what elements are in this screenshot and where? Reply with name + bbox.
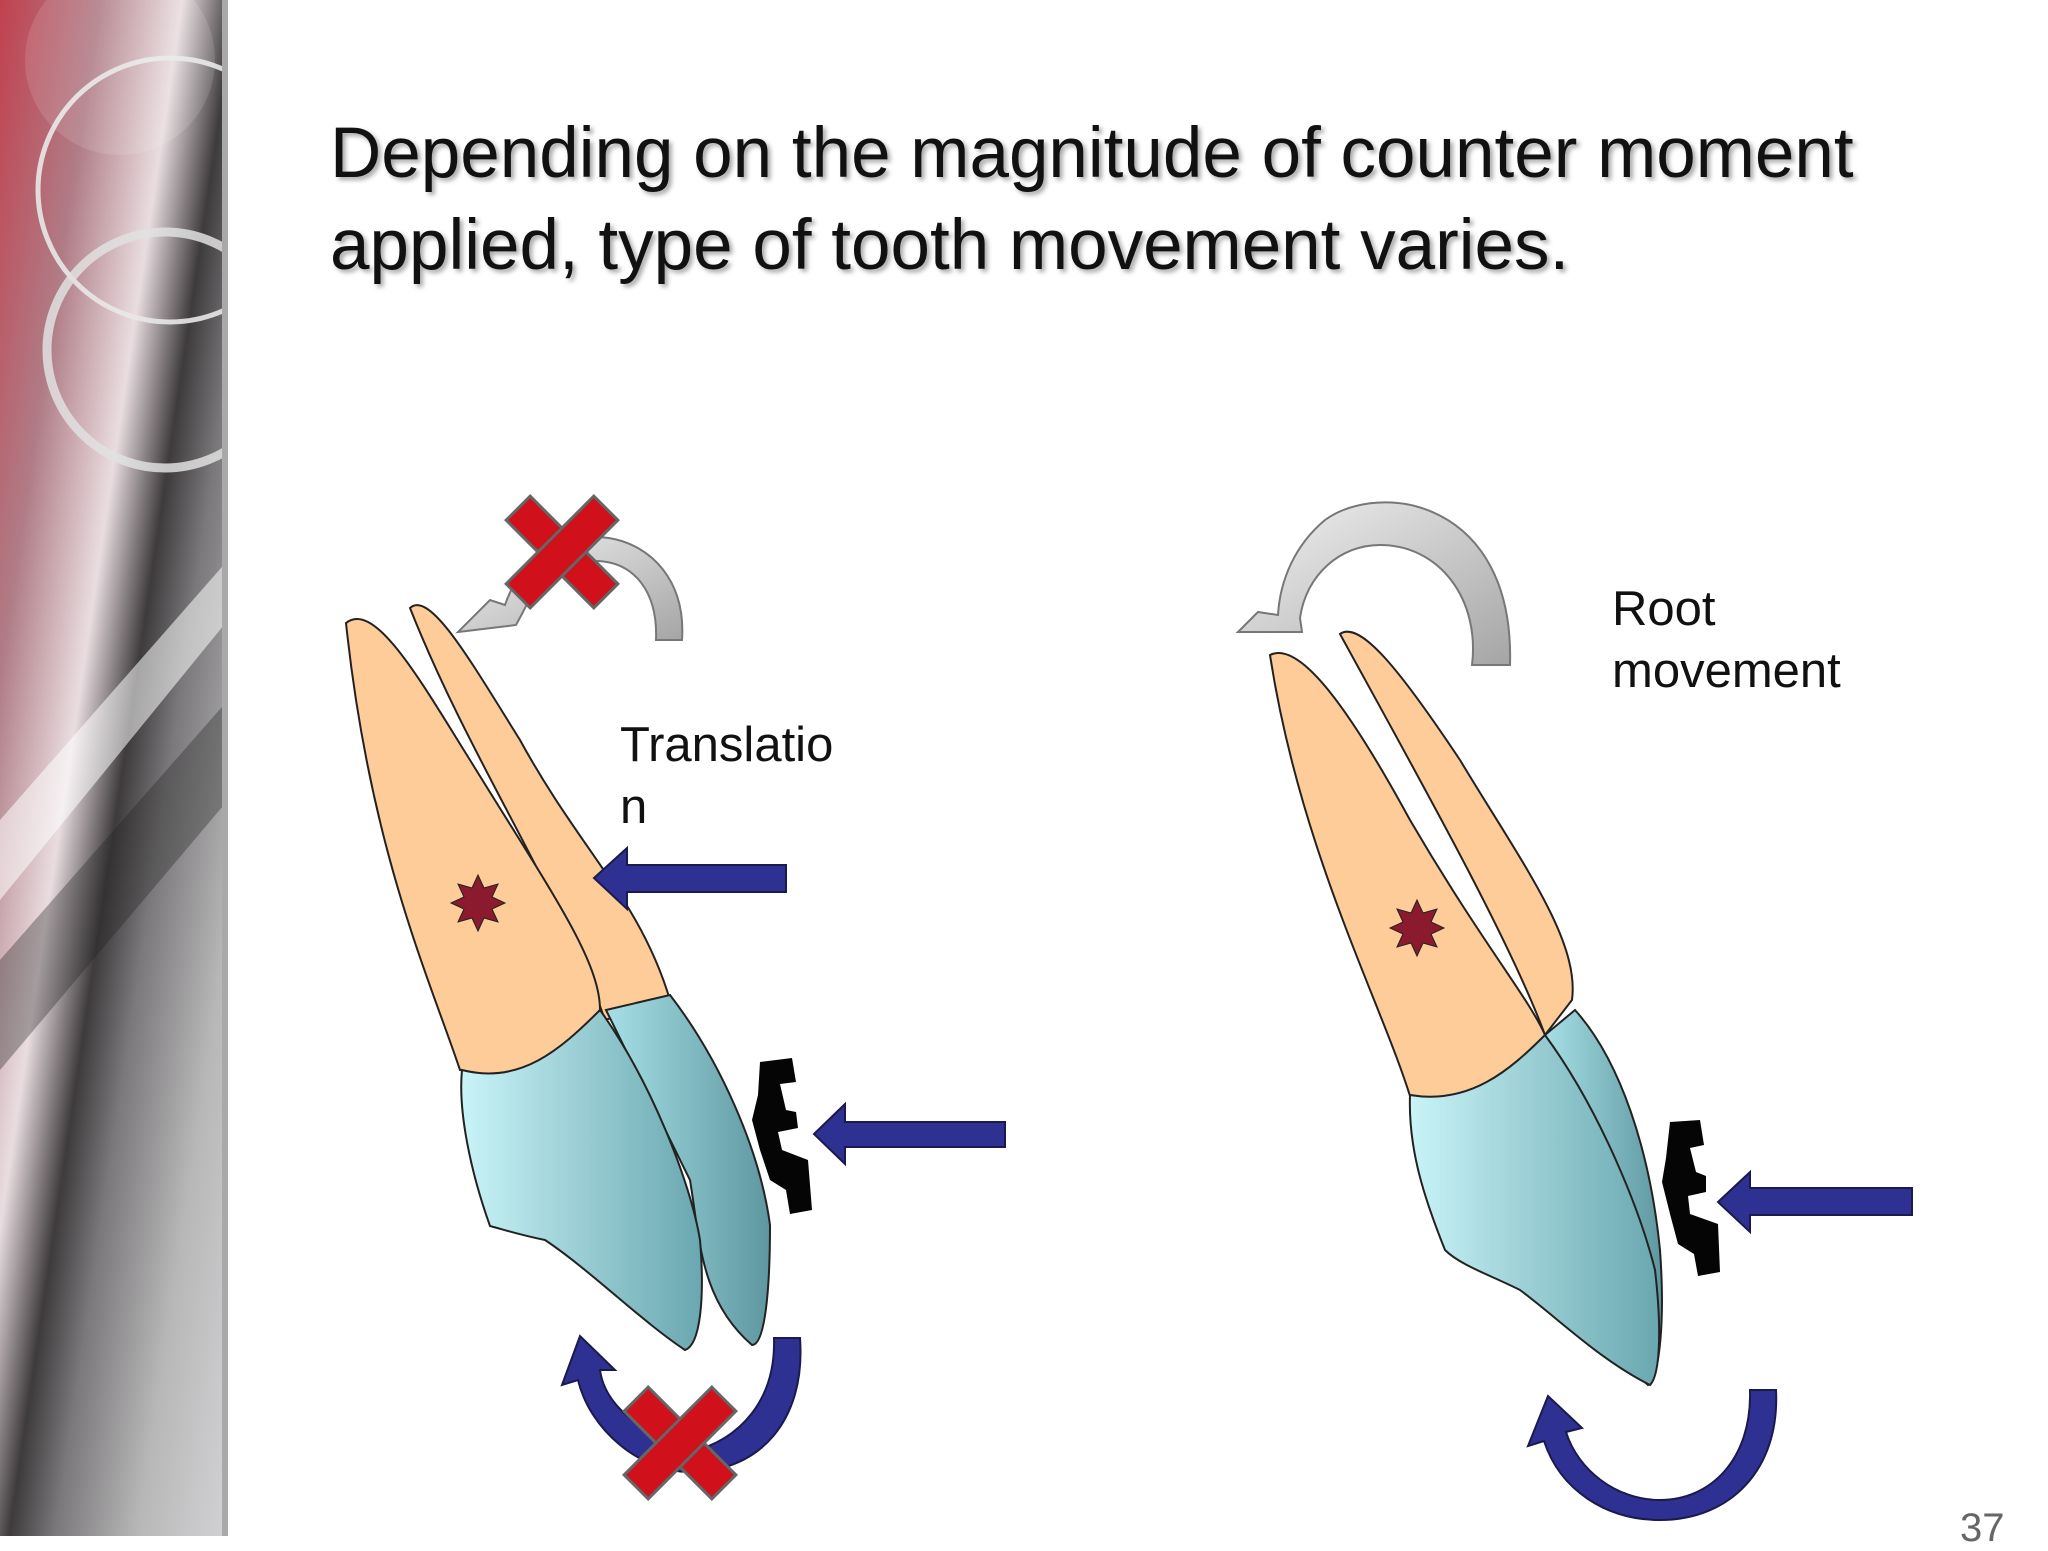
root-force-arrow — [1716, 1169, 1913, 1235]
page-number: 37 — [1960, 1506, 2005, 1550]
decorative-sidebar — [0, 0, 228, 1536]
root-moment-arrow-grey — [1235, 501, 1512, 666]
root-center-of-resistance — [1388, 898, 1446, 958]
tooth-movement-diagram — [344, 494, 1913, 1522]
translation-center-of-resistance — [449, 873, 507, 933]
translation-tooth-shadow — [408, 604, 772, 1347]
translation-moment-arrow-blue — [560, 1334, 802, 1474]
red-x-icon — [504, 494, 620, 610]
root-moment-arrow-blue — [1526, 1389, 1778, 1522]
translation-force-arrow-lower — [812, 1101, 1006, 1167]
root-bracket — [1662, 1120, 1720, 1276]
root-movement-label: Root movement — [1612, 582, 1841, 698]
translation-bracket — [752, 1058, 812, 1214]
slide-title: Depending on the magnitude of counter mo… — [330, 114, 1854, 285]
translation-moment-arrow-grey — [455, 535, 684, 641]
root-tooth — [1268, 652, 1661, 1387]
red-x-icon — [622, 1385, 738, 1501]
translation-force-arrow-upper — [592, 845, 787, 912]
translation-tooth — [344, 618, 703, 1352]
translation-label: Translation — [620, 718, 834, 834]
